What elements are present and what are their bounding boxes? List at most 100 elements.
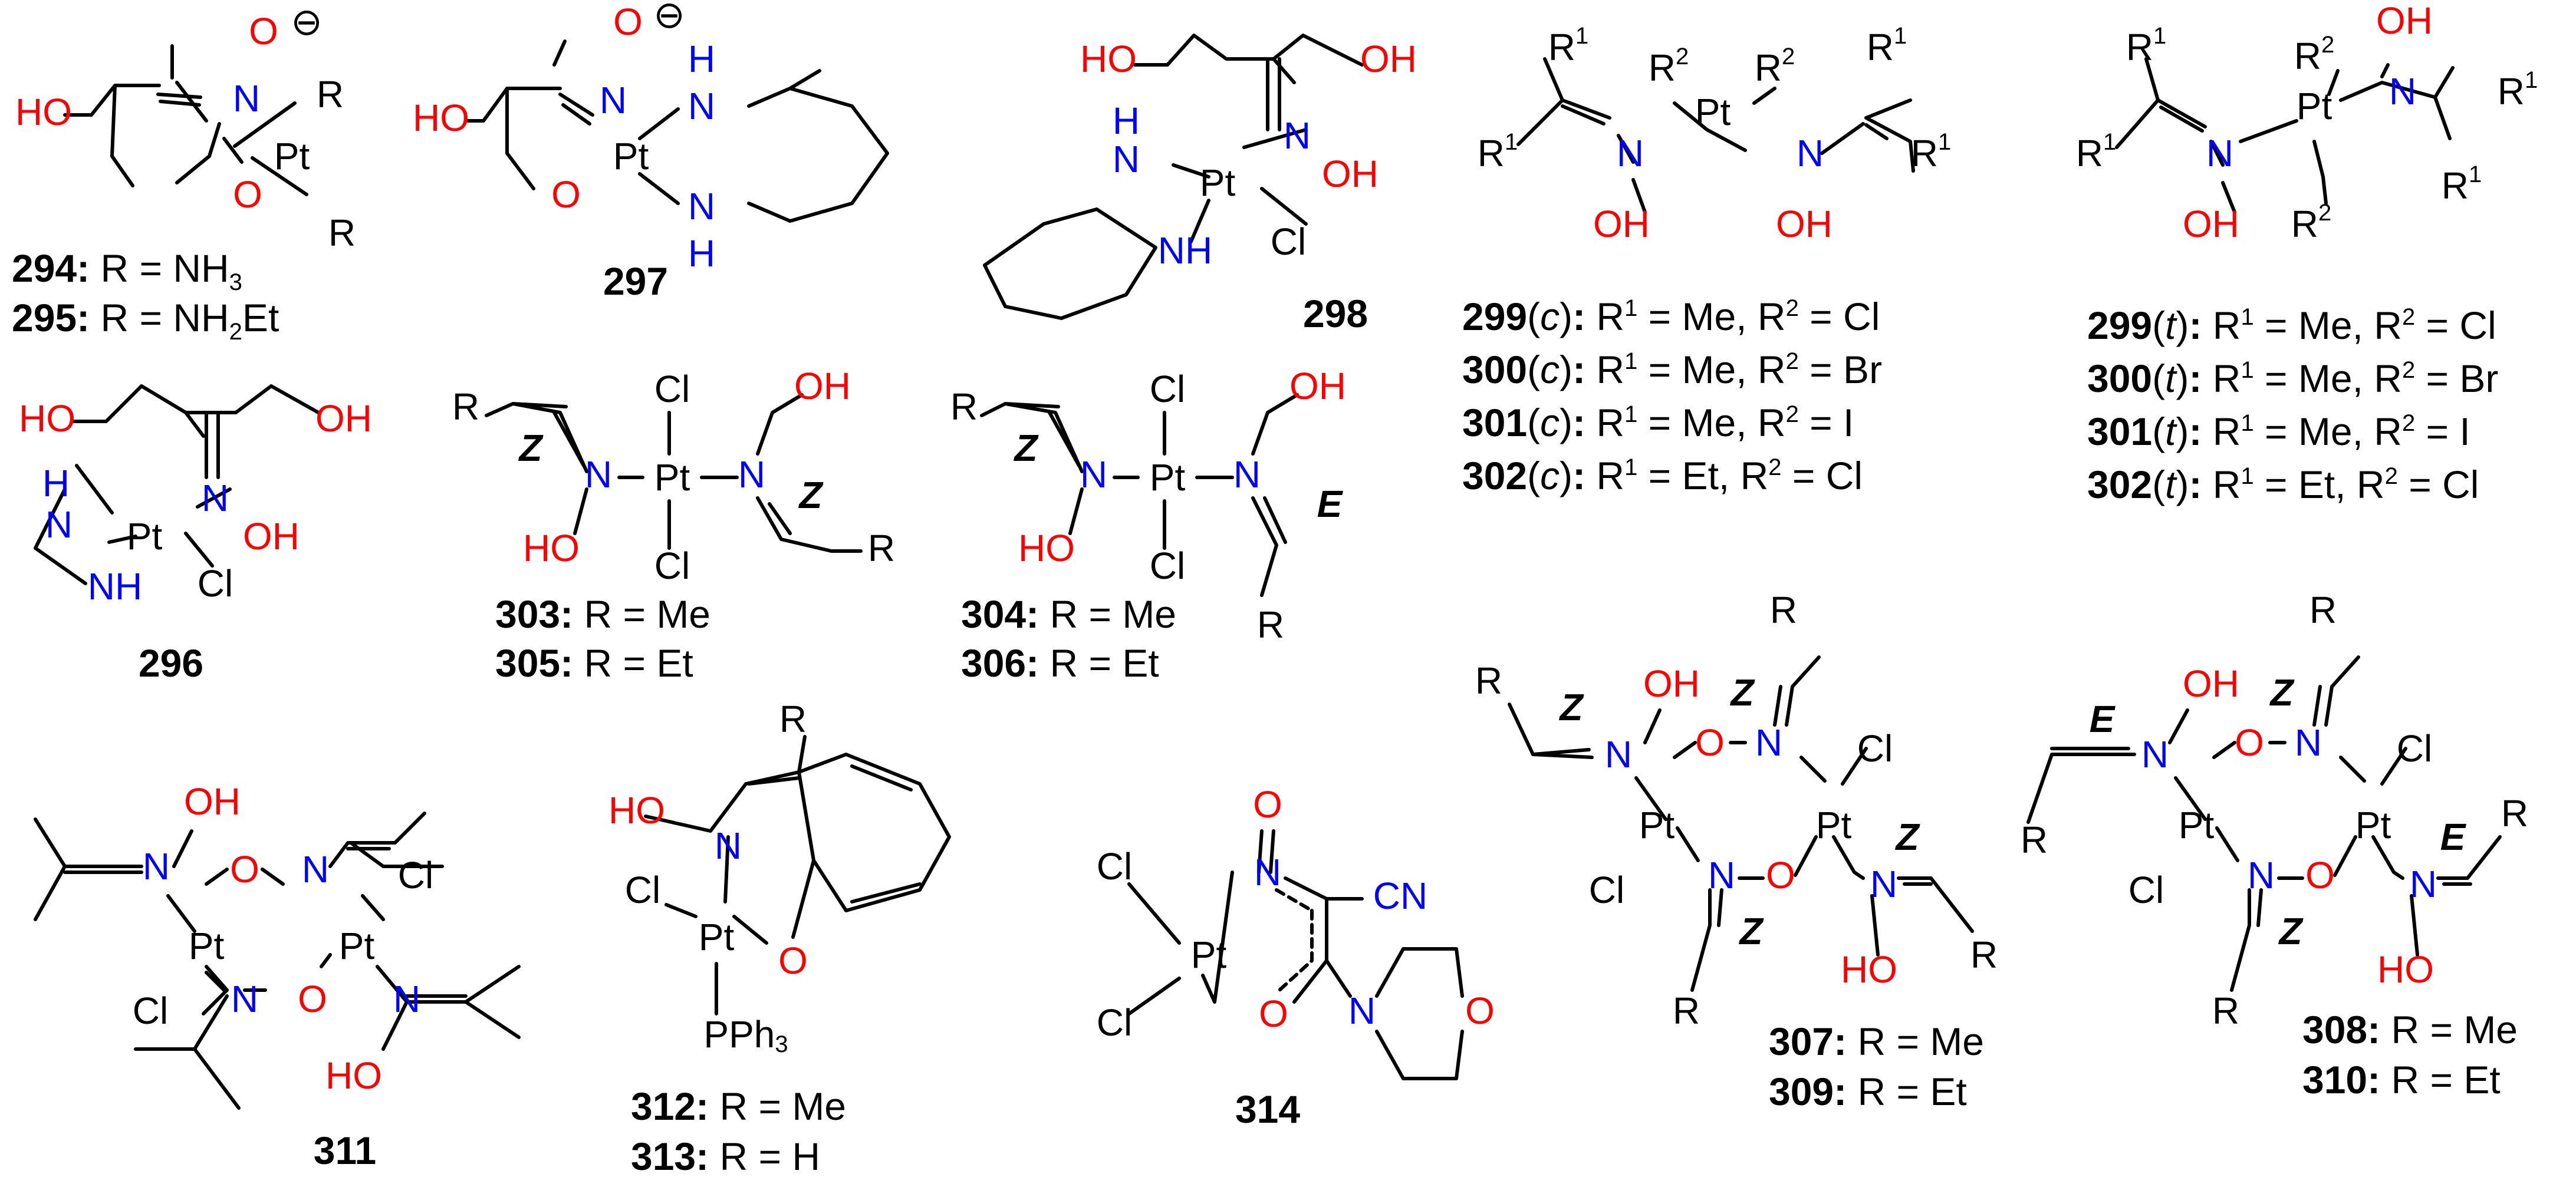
label-306: 306: R = Et	[961, 641, 1159, 685]
label-305: 305: R = Et	[495, 641, 693, 685]
atom-n: N	[202, 477, 229, 519]
atom-pt: Pt	[699, 916, 735, 958]
atom-cn: CN	[1373, 875, 1427, 917]
label-302c: 302(c): R1 = Et, R2 = Cl	[1462, 454, 1863, 497]
structure-314: Cl Cl Pt N O O CN N O 314	[1097, 783, 1495, 1131]
atom-cl: Cl	[1150, 545, 1185, 587]
atom-nh: NH	[1158, 229, 1212, 272]
atom-r: R	[868, 527, 895, 569]
atom-n: N	[1284, 114, 1311, 157]
atom-r2: R2	[1649, 44, 1689, 89]
atom-cl: Cl	[625, 869, 660, 911]
atom-r1: R1	[1867, 23, 1907, 68]
atom-r: R	[2021, 819, 2048, 861]
atom-n: N	[2206, 132, 2233, 174]
atom-o: O	[2305, 854, 2335, 896]
atom-pt: Pt	[1200, 161, 1236, 204]
atom-n: N	[1348, 990, 1376, 1032]
atom-r: R	[950, 385, 978, 428]
atom-cl: Cl	[1097, 1001, 1132, 1044]
atom-cl: Cl	[654, 545, 690, 587]
atom-o: HO	[1080, 38, 1137, 80]
atom-pt: Pt	[613, 135, 649, 177]
structure-296: HO OH N OH Pt H N NH Cl 296	[19, 384, 372, 685]
label-304: 304: R = Me	[961, 592, 1176, 636]
atom-r: R	[779, 698, 807, 740]
atom-cl: Cl	[2397, 727, 2432, 770]
atom-o: O	[249, 10, 278, 52]
atom-r: R	[1475, 659, 1502, 702]
label-311: 311	[314, 1129, 376, 1172]
atom-n: N	[2389, 70, 2416, 113]
atom-n: N	[1797, 132, 1824, 174]
label-309: 309: R = Et	[1769, 1070, 1967, 1113]
structure-298: HO OH N OH Pt H N NH Cl 298	[983, 34, 1417, 335]
structure-297: HO N O ⊖ Pt O N H N H 297	[413, 0, 889, 303]
atom-h: H	[1113, 100, 1140, 142]
structure-299c: R1 R1 N OH Pt R2 R2 N OH R1 R1	[1478, 23, 1951, 245]
label-294: 294: R = NH3	[12, 246, 242, 295]
atom-cl: Cl	[2128, 869, 2164, 911]
atom-cl: Cl	[1271, 220, 1306, 263]
structure-308-310: R E N OH O N Z R Cl Pt Pt Cl N O Z R N E…	[2021, 589, 2528, 1102]
label-308: 308: R = Me	[2302, 1008, 2518, 1051]
atom-n: N	[1605, 733, 1632, 776]
label-300c: 300(c): R1 = Me, R2 = Br	[1462, 348, 1882, 391]
atom-n: N	[585, 453, 612, 496]
atom-n: N	[1755, 721, 1782, 764]
atom-cl: Cl	[1150, 368, 1185, 410]
atom-pt: Pt	[274, 135, 310, 177]
atom-n: N	[1617, 132, 1644, 174]
atom-pt: Pt	[2179, 804, 2215, 846]
atom-n: N	[2410, 863, 2437, 905]
atom-o: OH	[243, 515, 300, 558]
label-303: 303: R = Me	[495, 592, 710, 636]
atom-r: R	[1770, 589, 1797, 631]
stereo-z: Z	[2278, 910, 2304, 952]
atom-r2: R2	[2294, 32, 2334, 77]
atom-n: N	[1080, 453, 1107, 496]
atom-ho: HO	[1841, 948, 1897, 991]
label-295: 295: R = NH2Et	[12, 296, 279, 345]
label-313: 313: R = H	[631, 1135, 820, 1178]
structure-294-295: HO N O ⊖ Pt O R R 294: R = NH3 295: R = …	[12, 1, 356, 345]
atom-o: O	[2235, 721, 2264, 764]
atom-pt: Pt	[339, 925, 375, 967]
atom-pt: Pt	[1150, 456, 1186, 499]
label-299t: 299(t): R1 = Me, R2 = Cl	[2087, 304, 2496, 347]
stereo-z: Z	[798, 474, 824, 516]
atom-pt: Pt	[1191, 934, 1227, 976]
atom-pt: Pt	[189, 925, 225, 967]
stereo-e: E	[2440, 816, 2467, 858]
atom-oh: OH	[2376, 0, 2433, 42]
atom-oh: OH	[794, 365, 851, 407]
atom-r: R	[2501, 792, 2528, 835]
atom-n: N	[231, 978, 258, 1020]
atom-r1: R1	[1911, 129, 1951, 174]
atom-n: N	[2295, 721, 2322, 764]
atom-o: OH	[1322, 153, 1379, 195]
atom-r: R	[2212, 990, 2239, 1032]
atom-pt: Pt	[1639, 804, 1675, 846]
atom-ho: HO	[325, 1054, 382, 1097]
atom-oh: OH	[1593, 203, 1650, 245]
atom-n: N	[1254, 851, 1281, 893]
minus-charge-icon: ⊖	[291, 1, 323, 43]
structure-307-309: R Z N OH O N Z R Cl Pt Pt Cl N O Z R N Z…	[1475, 589, 1998, 1113]
atom-n: N	[1870, 863, 1897, 905]
structure-312-313: R HO N Cl Pt O PPh3 312: R = Me 313: R =…	[608, 698, 951, 1178]
atom-o: O	[1695, 721, 1725, 764]
atom-nh: N	[688, 185, 715, 227]
atom-ho: HO	[608, 789, 665, 832]
atom-n: N	[393, 978, 420, 1020]
atom-o: O	[1465, 990, 1495, 1032]
label-299c: 299(c): R1 = Me, R2 = Cl	[1462, 295, 1880, 338]
atom-oh: OH	[2183, 662, 2239, 705]
atom-n: N	[738, 453, 765, 496]
atom-r1: R1	[1478, 129, 1518, 174]
atom-r: R	[317, 73, 344, 116]
atom-o: O	[778, 939, 808, 982]
atom-pt: Pt	[1816, 804, 1852, 846]
label-310: 310: R = Et	[2302, 1058, 2501, 1102]
atom-h: H	[688, 38, 715, 80]
